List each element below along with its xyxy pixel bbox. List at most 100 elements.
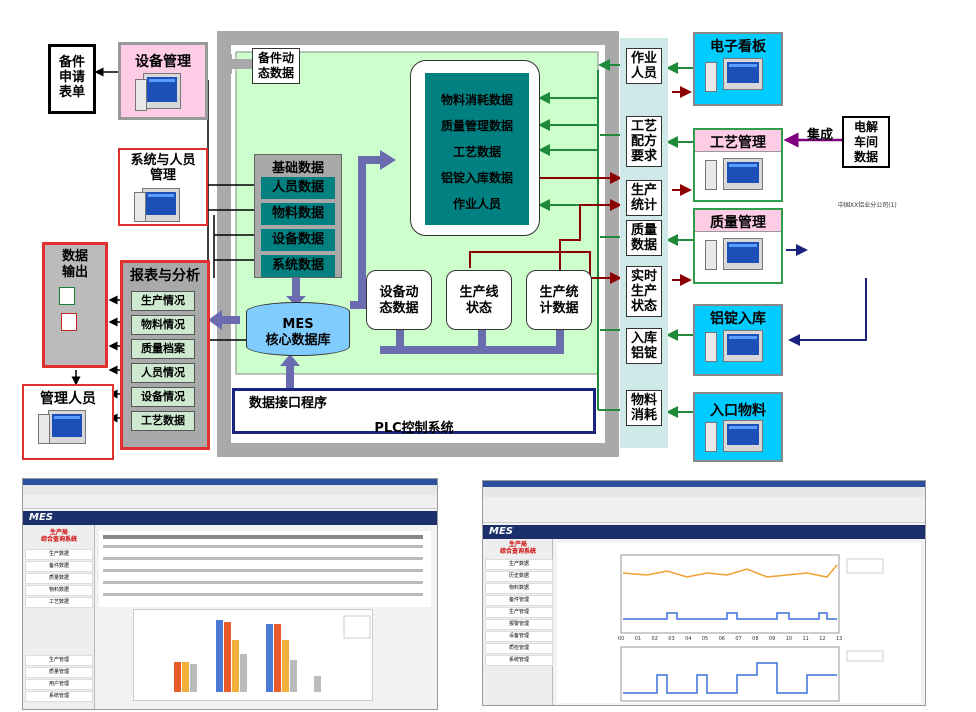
- spare-dynamic-box: 备件动 态数据: [252, 48, 300, 84]
- center-data-panel: 物料消耗数据 质量管理数据 工艺数据 铝锭入库数据 作业人员: [425, 73, 529, 225]
- nav-item[interactable]: 质检管理: [485, 643, 553, 654]
- nav-item[interactable]: 报警管理: [485, 619, 553, 630]
- center-item: 作业人员: [452, 197, 501, 211]
- app-logo: MES: [489, 526, 513, 537]
- x-tick-label: 10: [786, 636, 792, 642]
- line-status-label: 生产线 状态: [459, 285, 499, 316]
- base-data-item: 物料数据: [261, 203, 335, 225]
- nav-item[interactable]: 物料数据: [25, 585, 93, 596]
- spare-request-form: 备件 申请 表单: [48, 44, 96, 114]
- nav-item[interactable]: 生产数据: [485, 559, 553, 570]
- equip-status-box: 设备动 态数据: [366, 270, 432, 330]
- mid-item: 质量 数据: [626, 220, 662, 256]
- ingot-in-box: 铝锭入库: [693, 304, 783, 376]
- nav-item[interactable]: 生产管理: [485, 607, 553, 618]
- middle-column: 作业 人员 工艺 配方 要求 生产 统计 质量 数据 实时 生产 状态 入库 铝…: [620, 38, 668, 448]
- x-tick-label: 06: [719, 636, 725, 642]
- base-data-item: 设备数据: [261, 229, 335, 251]
- nav-item[interactable]: 备件数据: [25, 561, 93, 572]
- data-interface-box: 数据接口程序 PLC控制系统: [232, 388, 596, 436]
- material-in-box: 入口物料: [693, 392, 783, 462]
- quality-mgmt-box: 质量管理: [693, 208, 783, 284]
- x-tick-label: 07: [735, 636, 741, 642]
- system-personnel-box: 系统与人员 管理: [118, 148, 208, 226]
- tower-icon: [705, 332, 717, 362]
- mid-item: 作业 人员: [626, 48, 662, 84]
- quality-mgmt-label: 质量管理: [710, 215, 766, 231]
- center-item: 质量管理数据: [440, 119, 513, 133]
- manager-box: 管理人员: [22, 384, 114, 460]
- report-item: 工艺数据: [131, 411, 195, 431]
- nav-item[interactable]: 系统管理: [25, 691, 93, 702]
- center-item: 物料消耗数据: [440, 93, 513, 107]
- nav-item[interactable]: 历史数据: [485, 571, 553, 582]
- computer-icon: [723, 420, 763, 452]
- nav-item[interactable]: 系统管理: [485, 655, 553, 666]
- tower-icon: [705, 422, 717, 452]
- x-tick-label: 00: [618, 636, 624, 642]
- label-company: 中国XX铝业分公司(1): [838, 202, 897, 209]
- app-logo: MES: [29, 512, 53, 523]
- report-item: 物料情况: [131, 315, 195, 335]
- center-item: 铝锭入库数据: [440, 171, 513, 185]
- manager-label: 管理人员: [40, 391, 96, 407]
- tower-icon: [134, 192, 146, 222]
- mid-item: 工艺 配方 要求: [626, 116, 662, 167]
- nav-item[interactable]: 物料数据: [485, 583, 553, 594]
- nav-item[interactable]: 质量数据: [25, 573, 93, 584]
- x-tick-label: 12: [819, 636, 825, 642]
- tower-icon: [705, 160, 717, 190]
- data-interface-label: 数据接口程序: [249, 396, 328, 411]
- electrolysis-label: 电解 车间 数据: [853, 120, 878, 164]
- e-board-label: 电子看板: [710, 39, 766, 55]
- computer-icon: [723, 330, 763, 362]
- computer-icon: [143, 73, 181, 109]
- system-personnel-label: 系统与人员 管理: [130, 153, 196, 183]
- computer-icon: [142, 188, 180, 222]
- x-tick-label: 08: [752, 636, 758, 642]
- product-label: 中国XX铝业分公司(1): [808, 184, 944, 276]
- nav-item[interactable]: 设备管理: [485, 631, 553, 642]
- side-title: 生产局 综合查询系统: [499, 541, 536, 555]
- nav-item[interactable]: 用户管理: [25, 679, 93, 690]
- process-mgmt-box: 工艺管理: [693, 128, 783, 202]
- integration-label: 集成: [806, 128, 833, 143]
- prod-stats-label: 生产统 计数据: [539, 285, 579, 316]
- nav-item[interactable]: 生产管理: [25, 655, 93, 666]
- e-board-box: 电子看板: [693, 32, 783, 106]
- base-data-item: 系统数据: [261, 255, 335, 277]
- plc-label: PLC控制系统: [374, 421, 454, 436]
- equip-status-label: 设备动 态数据: [379, 285, 419, 316]
- data-output-box: 数据 输出: [42, 242, 108, 368]
- nav-item[interactable]: 质量管理: [25, 667, 93, 678]
- screenshot-trend: MES 生产局 综合查询系统 生产数据 历史数据 物料数据 备件管理 生产管理 …: [482, 480, 926, 706]
- screenshot-production: MES 生产局 综合查询系统 生产数据 备件数据 质量数据 物料数据 工艺数据 …: [22, 478, 438, 710]
- prod-stats-box: 生产统 计数据: [526, 270, 592, 330]
- nav-item[interactable]: 备件管理: [485, 595, 553, 606]
- reports-box: 报表与分析 生产情况 物料情况 质量档案 人员情况 设备情况 工艺数据: [120, 260, 210, 450]
- shot1-sidebar: 生产局 综合查询系统 生产数据 备件数据 质量数据 物料数据 工艺数据 生产管理…: [23, 525, 95, 709]
- tower-icon: [38, 414, 50, 444]
- shot1-bar-chart: [133, 609, 373, 701]
- mid-item: 入库 铝锭: [626, 328, 662, 364]
- pdf-icon: [61, 313, 77, 331]
- mid-item: 生产 统计: [626, 180, 662, 216]
- side-title: 生产局 综合查询系统: [40, 529, 77, 543]
- x-tick-label: 04: [685, 636, 691, 642]
- x-tick-label: 03: [668, 636, 674, 642]
- nav-item[interactable]: 工艺数据: [25, 597, 93, 608]
- center-item: 工艺数据: [452, 145, 501, 159]
- ingot-in-label: 铝锭入库: [710, 311, 766, 327]
- report-item: 生产情况: [131, 291, 195, 311]
- computer-icon: [723, 158, 763, 190]
- x-tick-label: 09: [769, 636, 775, 642]
- shot2-sidebar: 生产局 综合查询系统 生产数据 历史数据 物料数据 备件管理 生产管理 报警管理…: [483, 539, 553, 705]
- line-status-box: 生产线 状态: [446, 270, 512, 330]
- equipment-mgmt-label: 设备管理: [135, 54, 191, 70]
- base-data-box: 基础数据 人员数据 物料数据 设备数据 系统数据: [254, 154, 342, 278]
- x-tick-label: 11: [802, 636, 808, 642]
- nav-item[interactable]: 生产数据: [25, 549, 93, 560]
- center-data-box: 物料消耗数据 质量管理数据 工艺数据 铝锭入库数据 作业人员: [410, 60, 540, 236]
